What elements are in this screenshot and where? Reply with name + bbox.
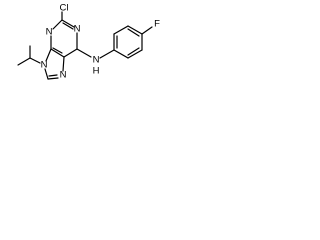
bond-ar3-double — [127, 28, 140, 37]
bond-ar5 — [127, 49, 143, 59]
bond-c2-n1-double — [62, 22, 74, 30]
atom-n7-label: N — [60, 70, 67, 81]
bond-c5-c4 — [50, 48, 65, 58]
bond-n3-c2 — [52, 19, 63, 30]
bond-c-f — [141, 26, 153, 35]
bond-ar6 — [113, 49, 129, 59]
bond-n7-c5 — [62, 56, 65, 72]
atom-amine-n-label: N — [93, 55, 100, 66]
bond-ar3 — [127, 25, 143, 35]
bond-ch-me1 — [17, 57, 31, 66]
bond-c2-n1 — [61, 19, 75, 28]
atom-n3-label: N — [46, 27, 53, 38]
atom-amine-h-label: H — [93, 66, 100, 77]
bond-c8-n7-double — [48, 74, 58, 77]
atom-n1-label: N — [74, 24, 81, 35]
bond-c4-n9 — [45, 48, 52, 62]
chemical-structure-diagram: Cl N N N N N H F — [17, 3, 161, 81]
atom-n9-label: N — [41, 60, 48, 71]
bond-lines — [17, 11, 153, 80]
bond-nh-ar — [99, 49, 115, 59]
atom-labels: Cl N N N N N H F — [41, 3, 161, 81]
atom-fluorine-label: F — [154, 19, 160, 30]
bond-n9-c8 — [44, 68, 49, 80]
bond-c5-c4-double — [52, 47, 63, 54]
bond-n9-ch — [29, 57, 41, 64]
bond-c6-c5 — [63, 48, 78, 58]
atom-chlorine-label: Cl — [60, 3, 69, 14]
bond-ar2 — [113, 25, 129, 35]
bond-ar5-double — [127, 47, 140, 56]
bond-c8-n7 — [47, 77, 59, 80]
bond-c6-nh — [76, 48, 92, 58]
